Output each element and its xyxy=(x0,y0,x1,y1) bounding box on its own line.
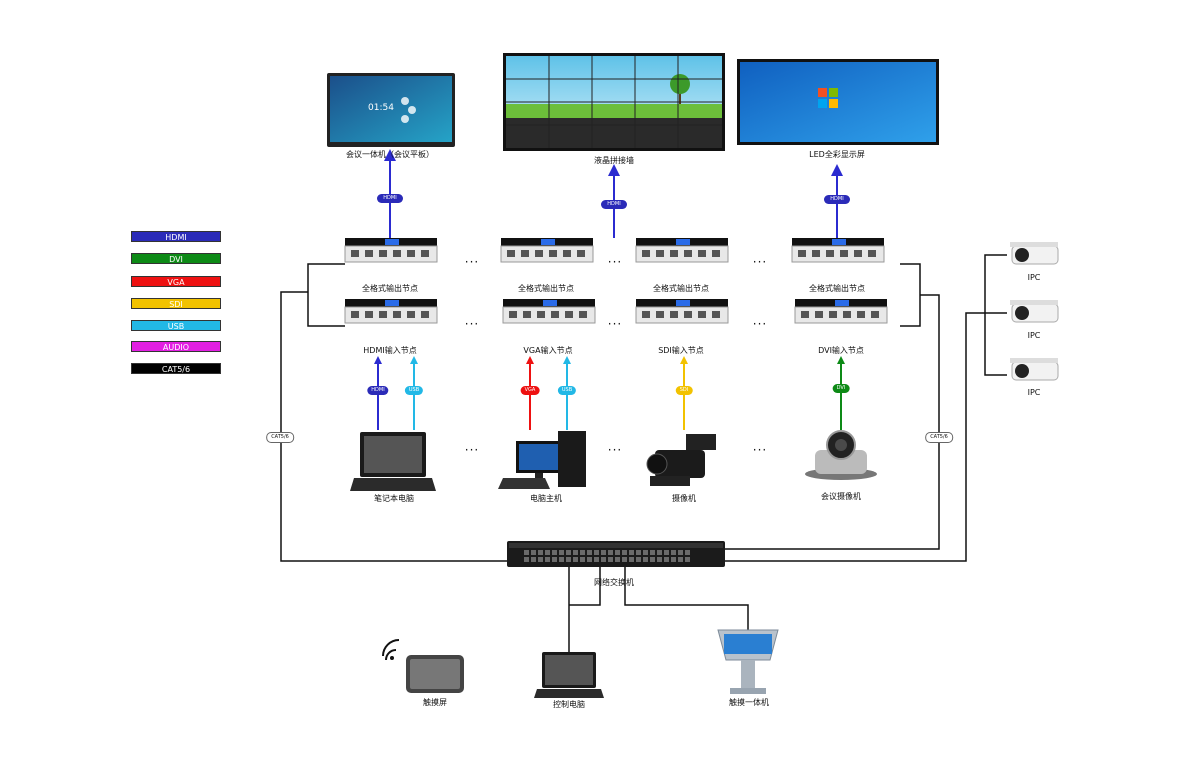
signal-arrow-2 xyxy=(410,356,418,430)
output-node-2 xyxy=(500,238,594,263)
legend-item-audio: AUDIO xyxy=(131,341,221,352)
legend-item-cat56: CAT5/6 xyxy=(131,363,221,374)
control-laptop xyxy=(534,652,604,698)
cat-pill-left: CAT5/6 xyxy=(266,432,294,443)
ellipsis-5: ··· xyxy=(607,317,623,331)
legend-item-vga: VGA xyxy=(131,276,221,287)
ipc-label-3: IPC xyxy=(1027,388,1041,397)
ellipsis-9: ··· xyxy=(752,443,768,457)
video-camera-source xyxy=(646,434,716,486)
client-label-control-pc: 控制电脑 xyxy=(553,700,585,709)
input-node-3 xyxy=(635,299,729,324)
vga-pill-pc: VGA xyxy=(520,386,540,395)
usb-pill-pc: USB xyxy=(557,386,577,395)
source-label-confcam: 会议摄像机 xyxy=(821,492,861,501)
ellipsis-6: ··· xyxy=(752,317,768,331)
source-label-pc: 电脑主机 xyxy=(530,494,562,503)
output-node-4 xyxy=(791,238,885,263)
signal-arrow-6 xyxy=(837,356,845,430)
ipc-label-1: IPC xyxy=(1027,273,1041,282)
switch-label: 网络交换机 xyxy=(594,578,634,587)
signal-arrow-5 xyxy=(680,356,688,430)
hdmi-pill-panel: HDMI xyxy=(379,194,401,203)
signal-arrow-1 xyxy=(374,356,382,430)
hdmi-pill-laptop: HDMI xyxy=(367,386,389,395)
dvi-pill-confcam: DVI xyxy=(832,384,850,393)
legend-item-hdmi: HDMI xyxy=(131,231,221,242)
ellipsis-1: ··· xyxy=(464,255,480,269)
led-screen-display xyxy=(737,59,939,145)
legend-item-dvi: DVI xyxy=(131,253,221,264)
source-label-camcorder: 摄像机 xyxy=(672,494,696,503)
input-node-label-vga: VGA输入节点 xyxy=(523,346,573,355)
meeting-panel-display: 01:54 xyxy=(327,73,455,147)
output-node-label-1: 全格式输出节点 xyxy=(362,284,418,293)
client-label-kiosk: 触摸一体机 xyxy=(729,698,769,707)
input-node-label-hdmi: HDMI输入节点 xyxy=(363,346,417,355)
meeting-panel-label: 会议一体机（会议平板） xyxy=(346,150,434,159)
ellipsis-7: ··· xyxy=(464,443,480,457)
laptop-source xyxy=(350,432,436,491)
network-switch xyxy=(507,541,725,567)
ellipsis-2: ··· xyxy=(607,255,623,269)
hdmi-pill-led: HDMI xyxy=(826,195,848,204)
ipc-label-2: IPC xyxy=(1027,331,1041,340)
touchscreen-tablet xyxy=(382,639,464,693)
output-node-label-4: 全格式输出节点 xyxy=(809,284,865,293)
conference-camera-source xyxy=(805,430,877,480)
desktop-pc-source xyxy=(498,431,586,489)
source-label-laptop: 笔记本电脑 xyxy=(374,494,414,503)
cat-cabling xyxy=(280,254,1007,652)
ip-camera-2 xyxy=(1010,300,1059,323)
video-wall-label: 液晶拼接墙 xyxy=(594,156,634,165)
output-node-3 xyxy=(635,238,729,263)
input-node-4 xyxy=(794,299,888,324)
input-node-label-dvi: DVI输入节点 xyxy=(818,346,864,355)
ellipsis-4: ··· xyxy=(464,317,480,331)
ip-camera-1 xyxy=(1010,242,1059,265)
hdmi-pill-wall: HDMI xyxy=(603,200,625,209)
signal-arrow-4 xyxy=(563,356,571,430)
legend-item-sdi: SDI xyxy=(131,298,221,309)
client-label-touchscreen: 触摸屏 xyxy=(423,698,447,707)
usb-pill-laptop: USB xyxy=(404,386,424,395)
input-node-1 xyxy=(344,299,438,324)
led-screen-label: LED全彩显示屏 xyxy=(809,150,865,159)
output-node-label-3: 全格式输出节点 xyxy=(653,284,709,293)
cat-pill-right: CAT5/6 xyxy=(925,432,953,443)
legend-item-usb: USB xyxy=(131,320,221,331)
ellipsis-3: ··· xyxy=(752,255,768,269)
video-wall-display xyxy=(503,53,725,151)
input-node-2 xyxy=(502,299,596,324)
output-node-label-2: 全格式输出节点 xyxy=(518,284,574,293)
output-node-1 xyxy=(344,238,438,263)
ip-camera-3 xyxy=(1010,358,1059,381)
sdi-pill-camera: SDI xyxy=(675,386,693,395)
ellipsis-8: ··· xyxy=(607,443,623,457)
signal-arrow-3 xyxy=(526,356,534,430)
input-node-label-sdi: SDI输入节点 xyxy=(658,346,704,355)
touch-kiosk xyxy=(717,629,779,694)
panel-time: 01:54 xyxy=(368,103,394,113)
